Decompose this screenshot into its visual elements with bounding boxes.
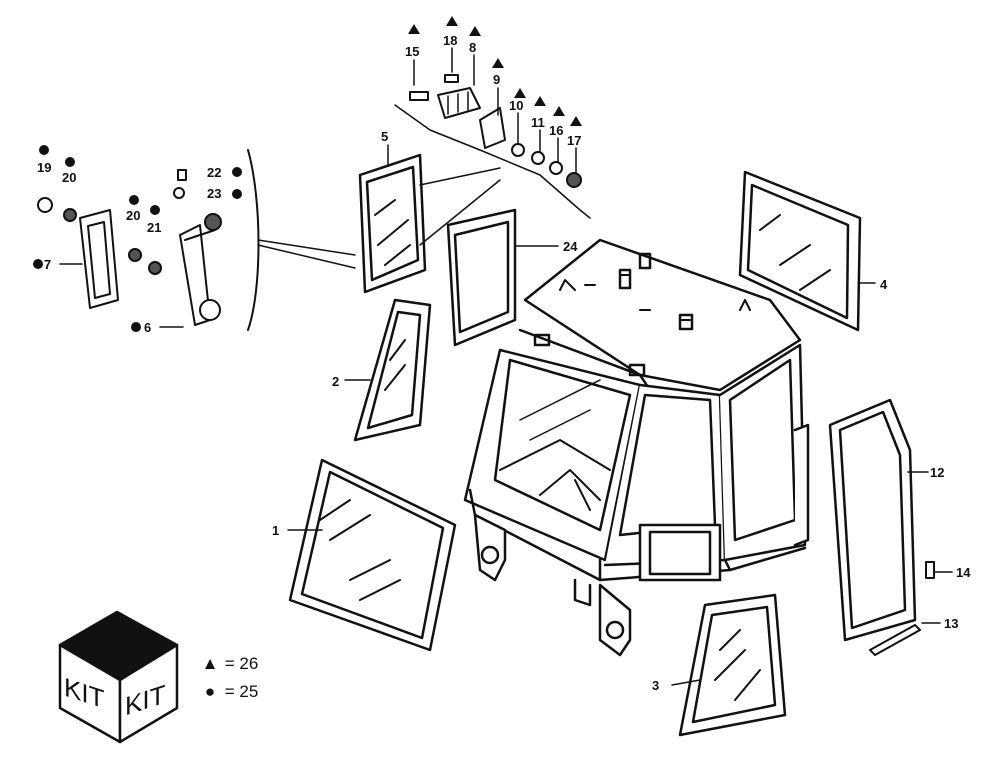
callout-16: 16 (549, 123, 563, 138)
callout-3: 3 (652, 678, 659, 693)
dot-marker-21 (150, 205, 160, 215)
callout-15: 15 (405, 44, 419, 59)
triangle-symbol: ▲ (201, 654, 219, 673)
callout-5: 5 (381, 129, 388, 144)
leader-lines (59, 47, 953, 686)
glass-4 (738, 170, 862, 332)
callout-13: 13 (944, 616, 958, 631)
dot-marker-7 (33, 259, 43, 269)
bolt-13-14 (869, 561, 935, 656)
hinge-parts-group (394, 74, 591, 246)
cab-frame (463, 238, 810, 657)
callout-7: 7 (44, 257, 51, 272)
dot-marker-20a (65, 157, 75, 167)
triangle-marker-18 (446, 16, 458, 26)
callout-22: 22 (207, 165, 221, 180)
callout-11: 11 (531, 115, 545, 130)
callout-18: 18 (443, 33, 457, 48)
handle-parts-group (37, 149, 356, 331)
glass-2 (353, 298, 432, 442)
callout-1: 1 (272, 523, 279, 538)
callout-10: 10 (509, 98, 523, 113)
callout-2: 2 (332, 374, 339, 389)
glass-1 (288, 458, 457, 652)
kit-cube-icon (58, 610, 179, 744)
callout-21: 21 (147, 220, 161, 235)
legend-triangle-text: = 26 (224, 654, 259, 673)
triangle-marker-9 (492, 58, 504, 68)
seal-12 (828, 398, 917, 642)
callout-8: 8 (469, 40, 476, 55)
callout-20b: 20 (126, 208, 140, 223)
glass-5 (358, 153, 427, 294)
dot-symbol: ● (204, 682, 216, 701)
callout-12: 12 (930, 465, 944, 480)
callout-20a: 20 (62, 170, 76, 185)
triangle-marker-16 (553, 106, 565, 116)
callout-9: 9 (493, 72, 500, 87)
legend-triangle: ▲ = 26 (200, 654, 259, 674)
dot-marker-20b (129, 195, 139, 205)
legend-dot-text: = 25 (224, 682, 259, 701)
triangle-marker-15 (408, 24, 420, 34)
dot-marker-6 (131, 322, 141, 332)
triangle-marker-17 (570, 116, 582, 126)
callout-labels: 1 2 3 4 5 6 7 8 9 10 11 12 13 14 15 16 1… (37, 33, 971, 693)
dot-marker-19 (39, 145, 49, 155)
callout-17: 17 (567, 133, 581, 148)
triangle-marker-8 (469, 26, 481, 36)
glass-3 (678, 593, 787, 737)
legend-dot: ● = 25 (200, 682, 258, 702)
triangle-marker-10 (514, 88, 526, 98)
callout-4: 4 (880, 277, 888, 292)
callout-6: 6 (144, 320, 151, 335)
seal-24 (446, 208, 517, 347)
triangle-marker-11 (534, 96, 546, 106)
callout-23: 23 (207, 186, 221, 201)
callout-markers (33, 16, 582, 332)
callout-24: 24 (563, 239, 578, 254)
callout-14: 14 (956, 565, 971, 580)
dot-marker-23 (232, 189, 242, 199)
callout-19: 19 (37, 160, 51, 175)
dot-marker-22 (232, 167, 242, 177)
